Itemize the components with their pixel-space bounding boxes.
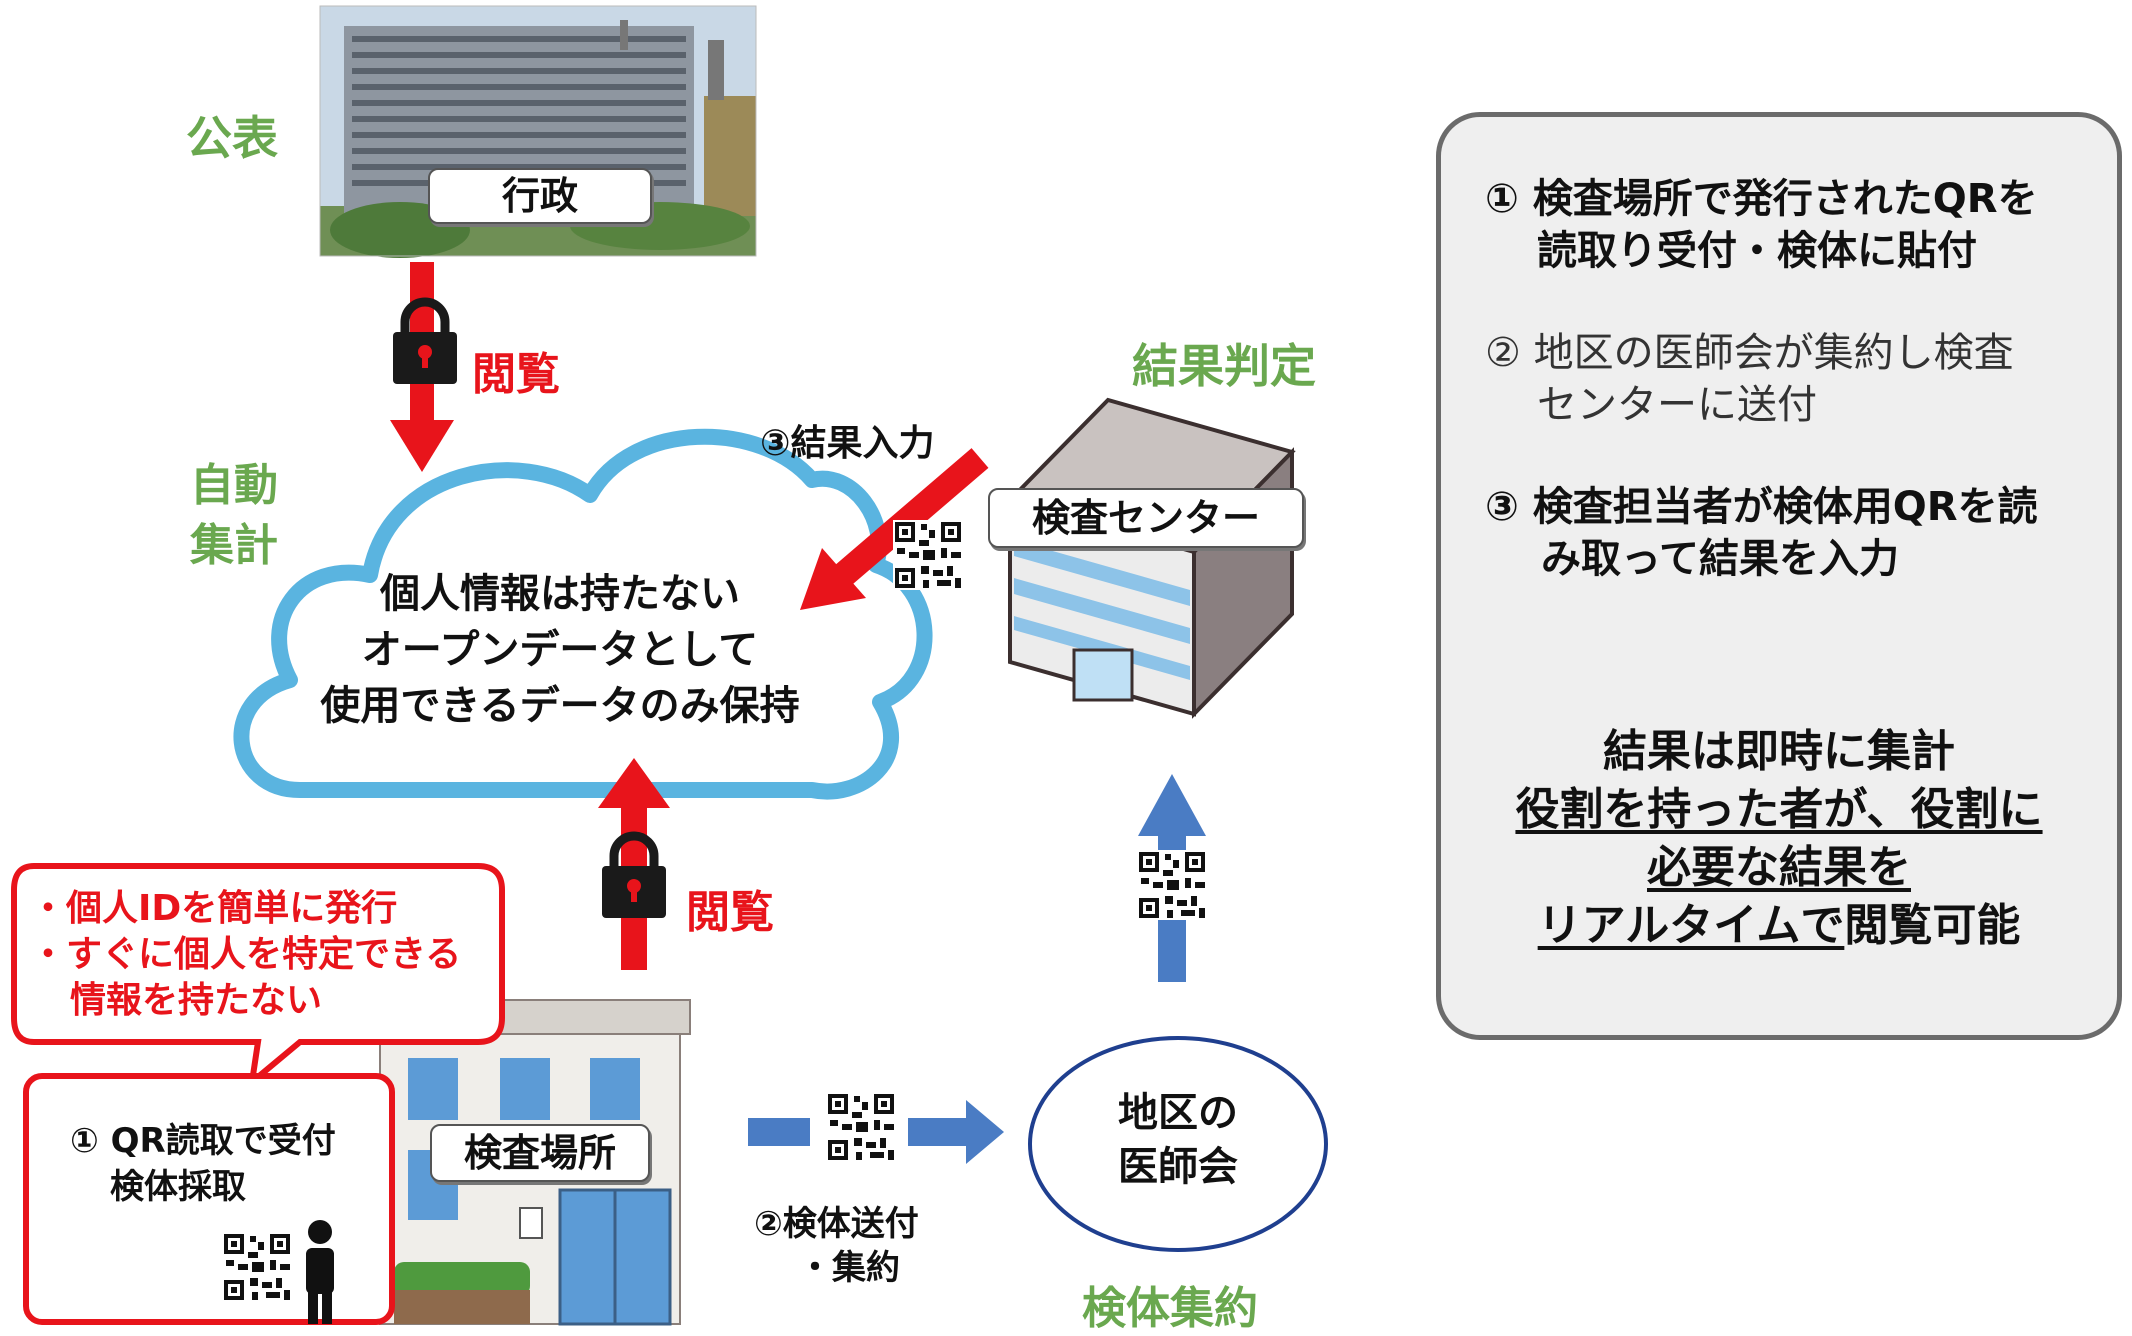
- step3-text: ③ 検査担当者が検体用QRを読 み取って結果を入力: [1485, 481, 2038, 585]
- district-label-line-1: 地区の: [1118, 1090, 1238, 1136]
- qr-code-icon: [222, 1232, 292, 1302]
- step2-text: ② 地区の医師会が集約し検査 センターに送付: [1485, 327, 2014, 431]
- result-judgment-label: 結果判定: [1132, 339, 1316, 393]
- view-label-top: 閲覧: [472, 349, 560, 400]
- step3-line-1: ③ 検査担当者が検体用QRを読: [1485, 484, 2038, 530]
- result-line-4: リアルタイムで閲覧可能: [1441, 897, 2117, 955]
- callout-bubble: [11, 863, 505, 1090]
- result-text: 結果は即時に集計 役割を持った者が、役割に 必要な結果を リアルタイムで閲覧可能: [1441, 723, 2117, 955]
- qr-code-icon: [826, 1092, 896, 1162]
- send-label: ②検体送付 ・集約: [754, 1202, 919, 1290]
- cloud-shape: [233, 428, 933, 800]
- government-label: 行政: [428, 168, 652, 224]
- qr-code-icon: [1137, 850, 1207, 920]
- callout-text: ・個人IDを簡単に発行 ・すぐに個人を特定できる 情報を持たない: [30, 886, 461, 1024]
- inspection-center-building: [1006, 397, 1296, 719]
- step1-line-2: 読取り受付・検体に貼付: [1537, 228, 1977, 274]
- explanation-panel: ① 検査場所で発行されたQRを 読取り受付・検体に貼付 ② 地区の医師会が集約し…: [1436, 112, 2122, 1040]
- publish-label: 公表: [186, 111, 278, 165]
- step3-line-2: み取って結果を入力: [1541, 536, 1899, 582]
- district-label: 地区の 医師会: [1048, 1086, 1308, 1194]
- qr-code-icon: [893, 520, 963, 590]
- send-label-line-1: ②検体送付: [754, 1204, 919, 1244]
- district-ellipse: [1028, 1036, 1328, 1252]
- step1-text: ① 検査場所で発行されたQRを 読取り受付・検体に貼付: [1485, 173, 2038, 277]
- result-line-3: 必要な結果を: [1647, 842, 1911, 893]
- cloud-text: 個人情報は持たない オープンデータとして 使用できるデータのみ保持: [280, 566, 840, 734]
- auto-aggregate-label: 自動 集計: [190, 456, 278, 576]
- view-label-bottom: 閲覧: [686, 887, 774, 938]
- callout-line-3: 情報を持たない: [70, 980, 323, 1021]
- auto-aggregate-line-2: 集計: [190, 520, 278, 571]
- result-input-label: ③結果入力: [760, 423, 935, 464]
- specimen-collect-label: 検体集約: [1082, 1283, 1258, 1334]
- cloud-text-line-2: オープンデータとして: [361, 627, 759, 673]
- auto-aggregate-line-1: 自動: [190, 460, 278, 511]
- reception-line-2: 検体採取: [110, 1167, 246, 1207]
- result-line-4a: リアルタイムで: [1537, 900, 1845, 951]
- result-line-4b: 閲覧可能: [1844, 900, 2021, 951]
- reception-text: ① QR読取で受付 検体採取: [70, 1118, 336, 1210]
- government-building-image: [320, 6, 756, 258]
- result-line-1: 結果は即時に集計: [1603, 726, 1955, 777]
- cloud-text-line-1: 個人情報は持たない: [380, 571, 740, 617]
- send-label-line-2: ・集約: [798, 1248, 900, 1288]
- step2-line-2: センターに送付: [1537, 382, 1817, 428]
- district-label-line-2: 医師会: [1118, 1144, 1238, 1190]
- inspection-site-label: 検査場所: [430, 1124, 650, 1182]
- step1-line-1: ① 検査場所で発行されたQRを: [1485, 176, 2038, 222]
- result-line-2: 役割を持った者が、役割に: [1515, 784, 2043, 835]
- callout-line-2: ・すぐに個人を特定できる: [30, 934, 462, 975]
- person-icon: [306, 1220, 334, 1324]
- reception-line-1: ① QR読取で受付: [70, 1121, 336, 1161]
- reception-box: [23, 1073, 395, 1325]
- cloud-text-line-3: 使用できるデータのみ保持: [320, 683, 800, 729]
- step2-line-1: ② 地区の医師会が集約し検査: [1485, 330, 2014, 376]
- inspection-center-label: 検査センター: [988, 488, 1304, 548]
- callout-line-1: ・個人IDを簡単に発行: [30, 888, 398, 929]
